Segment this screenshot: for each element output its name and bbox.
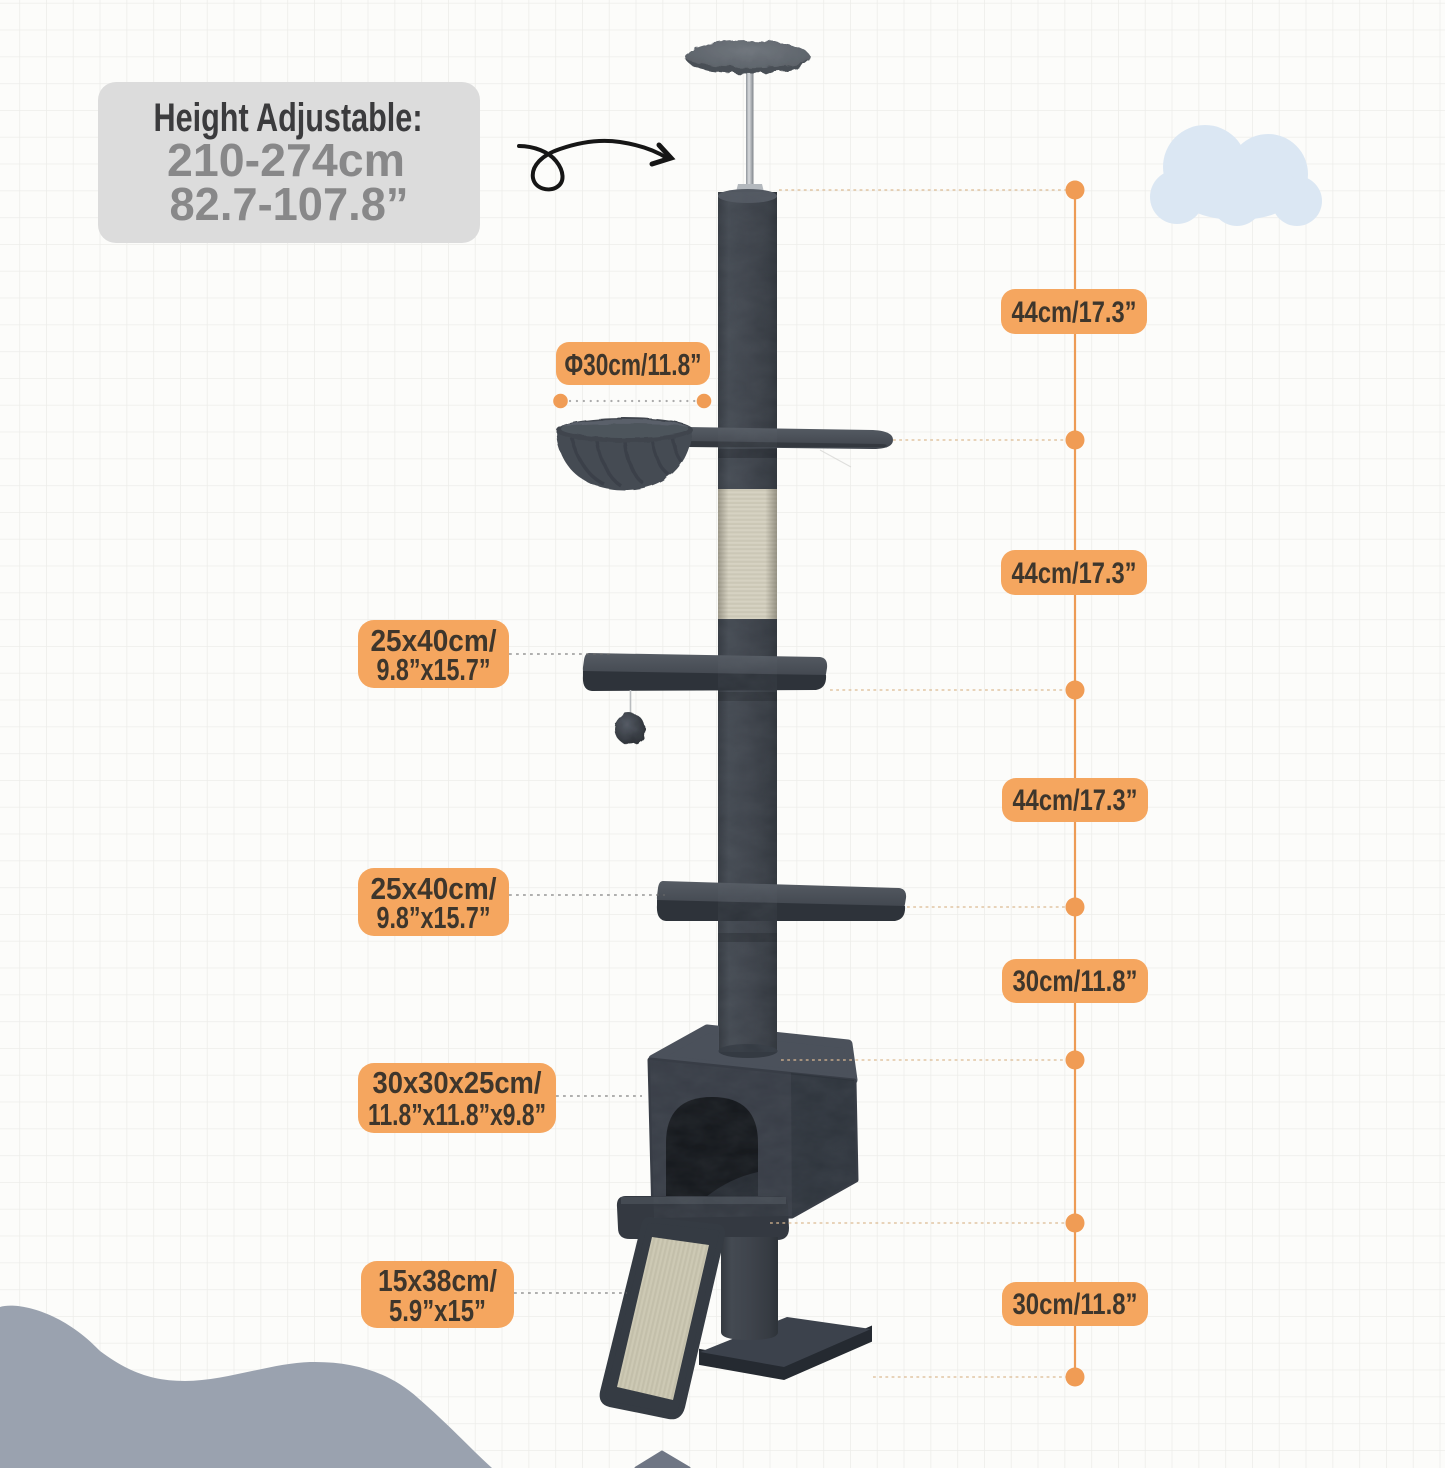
svg-text:210-274cm: 210-274cm xyxy=(167,134,405,186)
svg-text:15x38cm/: 15x38cm/ xyxy=(378,1263,497,1298)
svg-text:82.7-107.8”: 82.7-107.8” xyxy=(170,178,409,230)
svg-text:11.8”x11.8”x9.8”: 11.8”x11.8”x9.8” xyxy=(368,1097,546,1132)
svg-text:44cm/17.3”: 44cm/17.3” xyxy=(1012,557,1137,590)
svg-text:25x40cm/: 25x40cm/ xyxy=(371,623,497,658)
svg-text:30cm/11.8”: 30cm/11.8” xyxy=(1013,1288,1138,1321)
svg-text:Φ30cm/11.8”: Φ30cm/11.8” xyxy=(565,347,702,382)
svg-text:9.8”x15.7”: 9.8”x15.7” xyxy=(377,652,491,687)
svg-text:9.8”x15.7”: 9.8”x15.7” xyxy=(377,900,491,935)
svg-text:Height Adjustable:: Height Adjustable: xyxy=(154,96,423,140)
svg-text:44cm/17.3”: 44cm/17.3” xyxy=(1013,784,1138,817)
svg-text:5.9”x15”: 5.9”x15” xyxy=(389,1293,486,1328)
svg-text:30cm/11.8”: 30cm/11.8” xyxy=(1013,965,1138,998)
svg-text:30x30x25cm/: 30x30x25cm/ xyxy=(373,1065,542,1100)
svg-text:25x40cm/: 25x40cm/ xyxy=(371,871,497,906)
svg-text:44cm/17.3”: 44cm/17.3” xyxy=(1012,296,1137,329)
